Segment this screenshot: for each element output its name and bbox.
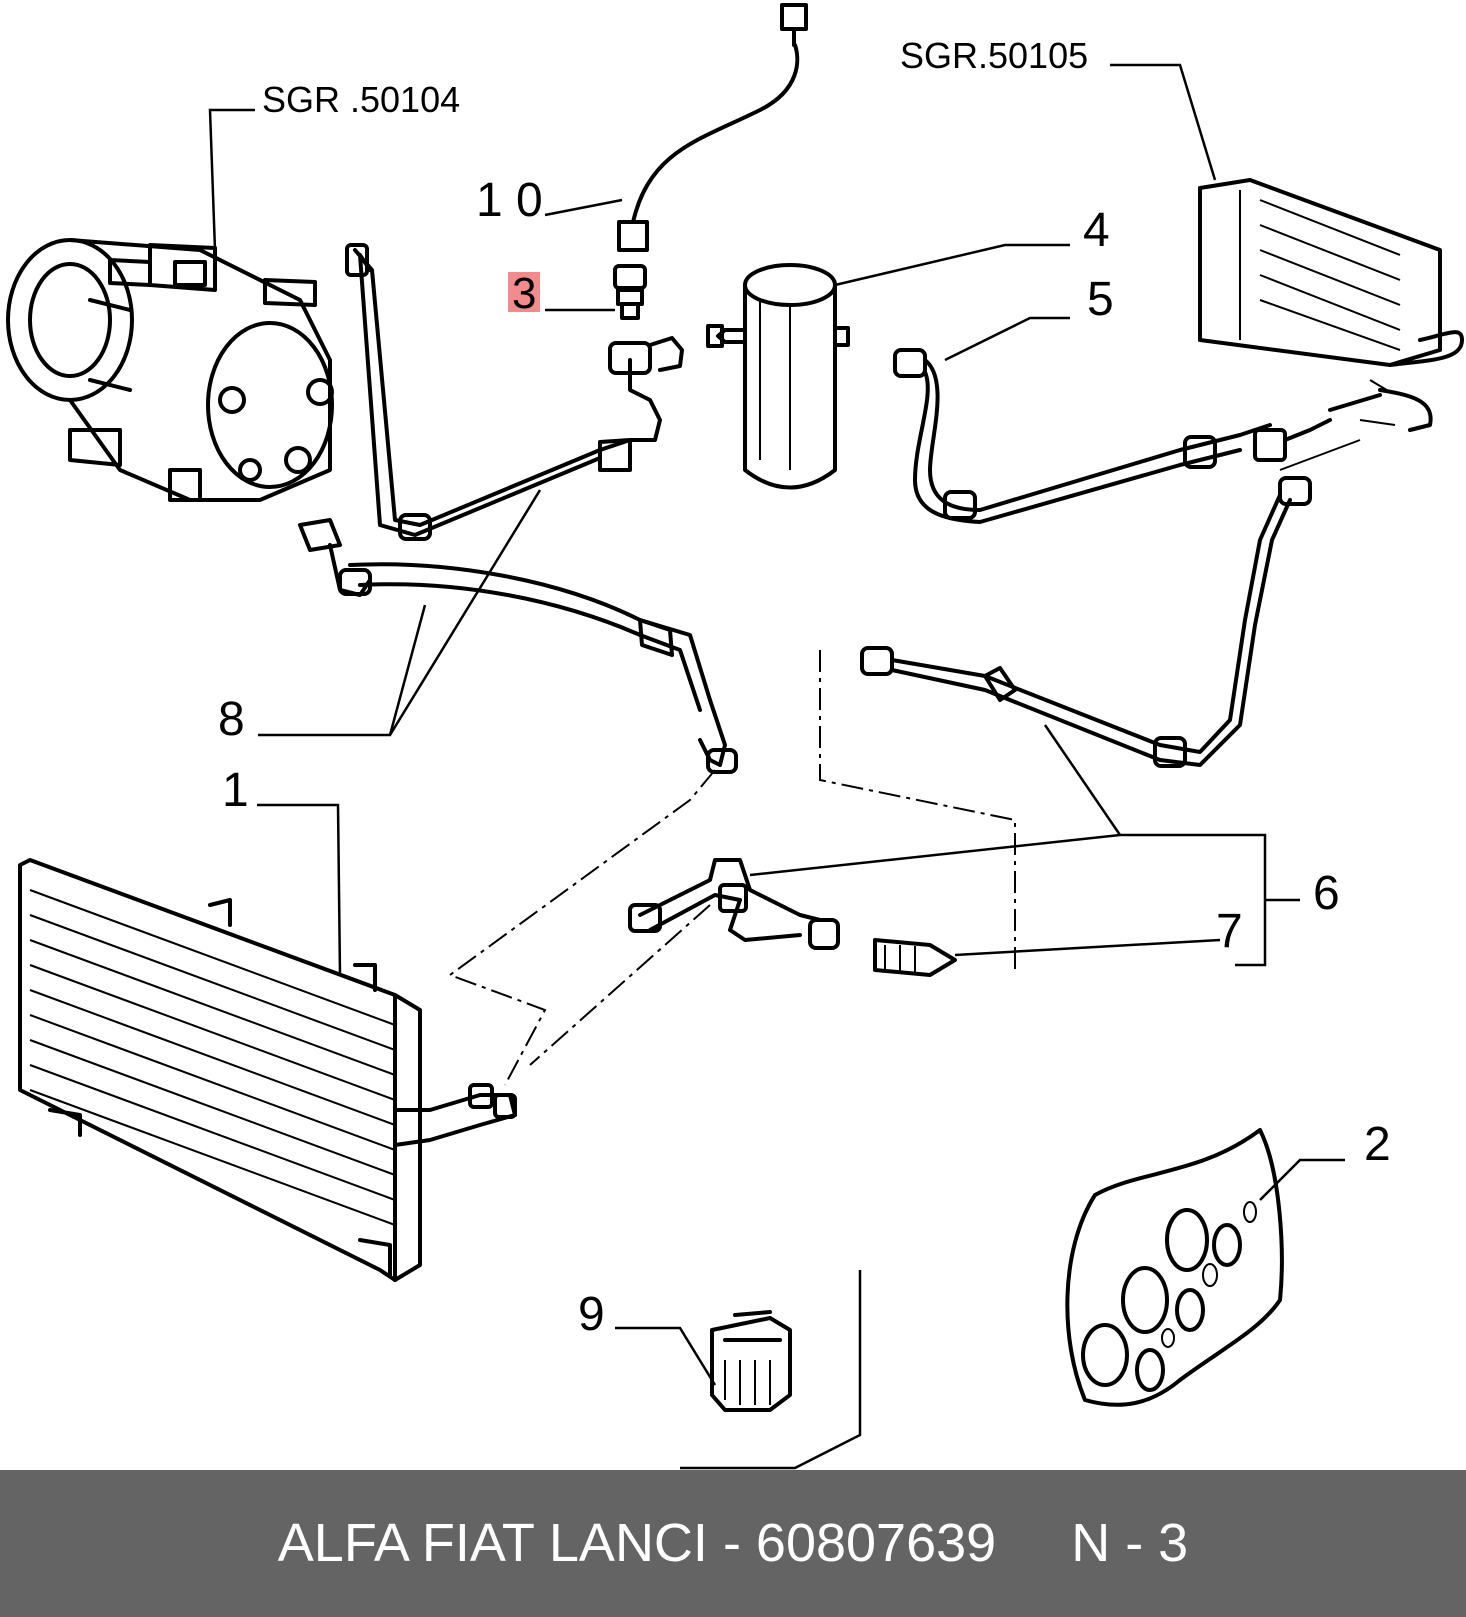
part-9-label: 9 (578, 1288, 605, 1341)
part-2-label: 2 (1364, 1118, 1391, 1171)
pressure-switch-drawing (613, 3, 808, 320)
leader-lines (208, 63, 1345, 1470)
part-7-label: 7 (1216, 905, 1243, 958)
part-1-label: 1 (222, 764, 249, 817)
oring-kit-drawing (1065, 1128, 1284, 1407)
part-8-label: 8 (218, 693, 245, 746)
part-6-label: 6 (1313, 867, 1340, 920)
part-10-label: 1 0 (476, 174, 543, 227)
sgr-compressor-label: SGR .50104 (262, 79, 460, 120)
condenser-drawing (18, 858, 517, 1282)
part-3-label: 3 (512, 269, 536, 318)
highlight-part-3 (508, 272, 540, 312)
reference-dashed-lines (447, 650, 1016, 1086)
evaporator-drawing (1198, 178, 1464, 432)
suction-hose-drawing (298, 243, 738, 774)
sgr-evaporator-label: SGR.50105 (900, 35, 1088, 76)
footer-bar: ALFA FIAT LANCI - 60807639 N - 3 (0, 1470, 1466, 1617)
compressor-drawing (6, 238, 334, 502)
part-5-label: 5 (1087, 273, 1114, 326)
part-4-label: 4 (1083, 204, 1110, 257)
pipe-7-drawing (628, 858, 957, 977)
receiver-drier-drawing (706, 263, 850, 490)
service-cap-drawing (710, 1310, 792, 1412)
discharge-hose-drawing (893, 348, 1382, 524)
part-number-caption: ALFA FIAT LANCI - 60807639 N - 3 (277, 1513, 1189, 1573)
liquid-hose-drawing (860, 476, 1312, 768)
